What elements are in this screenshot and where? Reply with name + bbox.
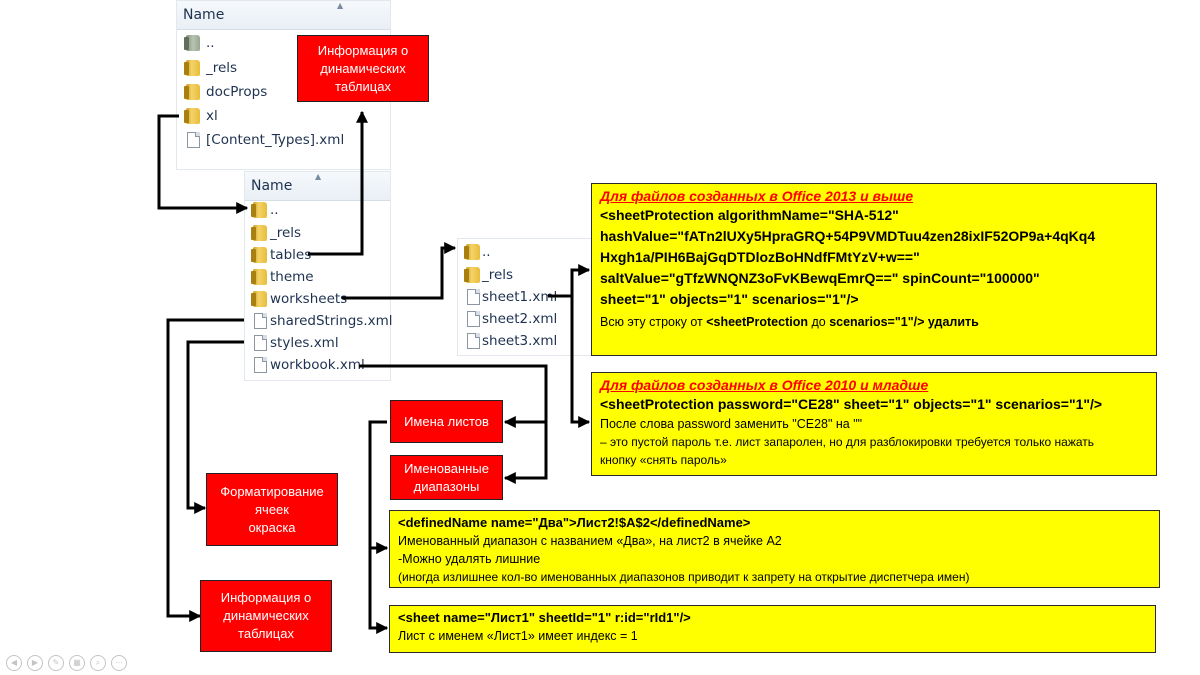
pivot-info-box-bottom: Информация о динамических таблицах [200,580,332,652]
folder-icon [184,84,200,100]
item-label: _rels [270,225,302,241]
folder-icon [184,108,200,124]
item-label: sheet3.xml [482,333,558,349]
item-label: sheet1.xml [482,289,558,305]
list-item[interactable]: sheet2.xml [458,308,591,330]
defined-name-note: <definedName name="Два">Лист2!$A$2</defi… [389,510,1160,588]
item-label: .. [206,35,215,51]
item-label: sharedStrings.xml [270,313,393,329]
file-icon [467,311,480,327]
named-ranges-box: Именованные диапазоны [390,455,503,500]
folder-icon [251,225,267,241]
file-icon [467,289,480,305]
item-label: worksheets [270,291,348,307]
next-slide-icon[interactable]: ▶ [27,655,43,671]
name-column-label: Name [183,7,225,23]
code-line: <sheetProtection password="CE28" sheet="… [600,396,1103,412]
code-line: Hxgh1a/PIH6BajGqDTDlozBoHNdfFMtYzV+w==" [600,249,920,265]
list-item[interactable]: styles.xml [245,332,390,354]
more-options-icon[interactable]: ⋯ [111,655,127,671]
list-item[interactable]: docProps [177,81,390,103]
pivot-info-box-top: Информация о динамических таблицах [297,35,429,102]
office2010-note: Для файлов созданных в Office 2010 и мла… [591,372,1157,476]
file-icon [187,132,200,148]
office2013-instruction: Всю эту строку от <sheetProtection до sc… [600,315,979,329]
sort-arrow-icon: ▲ [315,172,322,181]
list-item[interactable]: _rels [245,222,390,244]
list-item[interactable]: sheet1.xml [458,286,591,308]
cell-format-box: Форматирование ячеек окраска [206,473,338,546]
office2010-explanation: кнопку «снять пароль» [600,453,727,467]
item-label: styles.xml [270,335,339,351]
list-item[interactable]: _rels [458,264,591,286]
item-label: xl [206,108,218,124]
slides-grid-icon[interactable]: ▦ [69,655,85,671]
list-item[interactable]: sheet3.xml [458,330,591,352]
defined-name-description: -Можно удалять лишние [398,552,541,566]
office2010-explanation: – это пустой пароль т.е. лист запаролен,… [600,435,1095,449]
office2010-title: Для файлов созданных в Office 2010 и мла… [600,377,929,393]
list-item[interactable]: sharedStrings.xml [245,310,393,332]
office2013-note: Для файлов созданных в Office 2013 и выш… [591,183,1157,356]
folder-icon [464,244,480,260]
sort-arrow-icon: ▲ [337,1,344,10]
name-column-label: Name [251,178,293,194]
list-item[interactable]: xl [177,105,390,127]
item-label: .. [482,244,491,260]
list-item[interactable]: .. [245,199,390,221]
zoom-icon[interactable]: ⌕ [90,655,106,671]
list-item[interactable]: worksheets [245,288,390,310]
office2013-title: Для файлов созданных в Office 2013 и выш… [600,188,914,204]
file-icon [254,335,267,351]
list-item[interactable]: workbook.xml [245,354,390,376]
code-line: <sheetProtection algorithmName="SHA-512" [600,207,899,223]
folder-icon [251,202,267,218]
item-label: docProps [206,84,268,100]
item-label: .. [270,202,279,218]
office2010-instruction: После слова password заменить "CE28" на … [600,417,863,431]
name-column-header[interactable]: Name ▲ [177,1,390,30]
code-line: saltValue="gTfzWNQNZ3oFvKBewqEmrQ==" spi… [600,270,1040,286]
item-label: theme [270,269,314,285]
list-item[interactable]: theme [245,266,390,288]
file-icon [254,313,267,329]
item-label: [Content_Types].xml [206,132,345,148]
code-line: sheet="1" objects="1" scenarios="1"/> [600,291,859,307]
code-line: hashValue="fATn2lUXy5HpraGRQ+54P9VMDTuu4… [600,228,1096,244]
folder-icon [251,291,267,307]
defined-name-description: (иногда излишнее кол-во именованных диап… [398,570,970,584]
item-label: _rels [206,60,238,76]
code-line: <sheet name="Лист1" sheetId="1" r:id="rI… [398,610,691,625]
explorer-panel-xl: Name ▲ .. _rels tables theme worksheets … [244,171,393,381]
defined-name-description: Именованный диапазон с названием «Два», … [398,534,782,548]
folder-icon [184,60,200,76]
list-item[interactable]: .. [458,241,591,263]
sheet-entry-note: <sheet name="Лист1" sheetId="1" r:id="rI… [389,605,1156,653]
list-item[interactable]: [Content_Types].xml [177,129,390,151]
item-label: _rels [482,267,514,283]
item-label: tables [270,247,312,263]
sheet-entry-description: Лист с именем «Лист1» имеет индекс = 1 [398,629,638,643]
pen-icon[interactable]: ✎ [48,655,64,671]
sheet-names-box: Имена листов [390,400,503,443]
list-item[interactable]: .. [177,32,390,54]
name-column-header[interactable]: Name ▲ [245,172,390,201]
item-label: sheet2.xml [482,311,558,327]
folder-up-icon [184,35,200,51]
file-icon [254,357,267,373]
folder-icon [251,269,267,285]
code-line: <definedName name="Два">Лист2!$A$2</defi… [398,515,751,530]
list-item[interactable]: tables [245,244,390,266]
folder-icon [464,267,480,283]
file-icon [467,333,480,349]
item-label: workbook.xml [270,357,365,373]
list-item[interactable]: _rels [177,57,390,79]
prev-slide-icon[interactable]: ◀ [6,655,22,671]
folder-icon [251,247,267,263]
